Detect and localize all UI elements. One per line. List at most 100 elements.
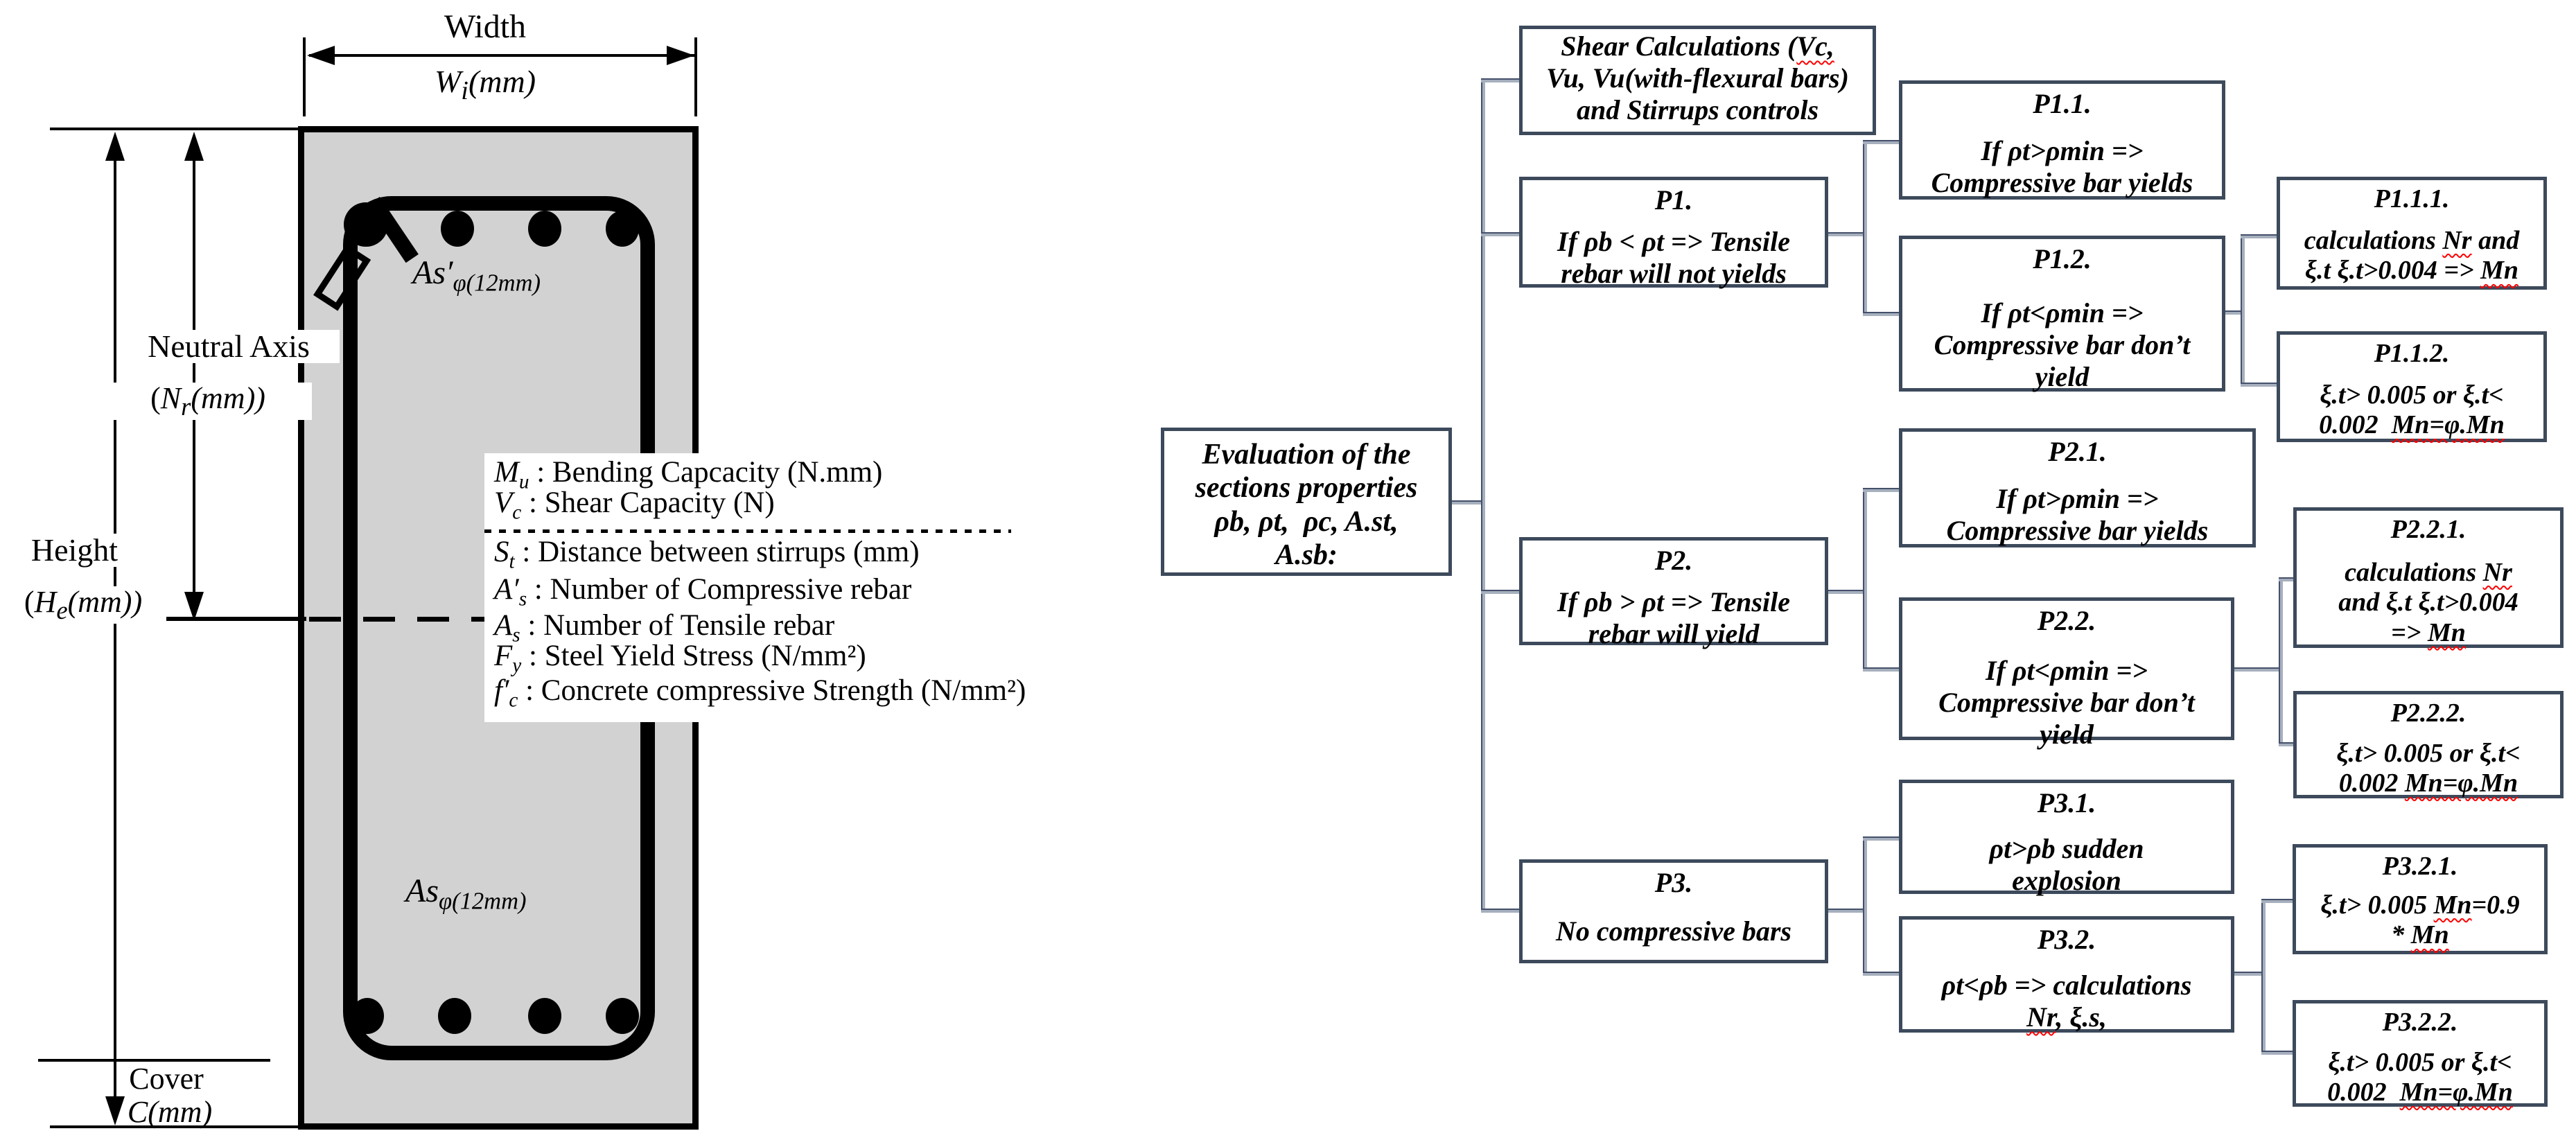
- cover-top-line: [38, 1059, 270, 1062]
- width-extension-tick: [303, 37, 306, 116]
- flow-text: ρt>ρb sudden: [1989, 833, 2144, 864]
- arrowhead-left-icon: [307, 46, 335, 65]
- width-dimension-line: [309, 54, 694, 57]
- legend-item-st: St : Distance between stirrups (mm): [494, 535, 920, 574]
- connector: [1863, 972, 1899, 976]
- flow-title: P3.1.: [2037, 787, 2096, 818]
- connector: [2279, 577, 2283, 745]
- rebar-dot: [606, 211, 639, 247]
- legend-text: : Steel Yield Stress (N/mm²): [521, 640, 866, 672]
- flow-text-seg: Shear Calculations (: [1561, 30, 1797, 62]
- legend-separator: [484, 529, 1011, 533]
- width-word-label: Width: [388, 8, 582, 45]
- height-word-label: Height: [10, 533, 139, 568]
- bottom-reference-line: [50, 1125, 301, 1128]
- connector: [1481, 232, 1519, 236]
- legend-text: : Concrete compressive Strength (N/mm²): [518, 674, 1026, 707]
- connector: [1481, 78, 1519, 82]
- flow-text-seg: Mn: [2427, 618, 2466, 648]
- flow-title: P1.1.1.: [2374, 184, 2450, 213]
- cover-word-label: Cover: [104, 1062, 229, 1096]
- legend-symbol: V: [494, 486, 513, 519]
- flow-text: calculations Nr: [2297, 558, 2560, 588]
- connector: [1863, 488, 1867, 667]
- legend-text: : Number of Compressive rebar: [527, 573, 912, 606]
- neutral-axis-symbol: N: [160, 381, 182, 415]
- flow-text: explosion: [2012, 865, 2121, 896]
- connector: [2234, 972, 2261, 976]
- flow-text-seg: Mn: [2410, 920, 2449, 950]
- legend-subscript: c: [512, 501, 522, 524]
- width-word: Width: [444, 8, 527, 45]
- flow-box-p2-2-1: P2.2.1. calculations Nr and ξ.t ξ.t>0.00…: [2293, 507, 2564, 648]
- cover-symbol: C: [127, 1095, 148, 1129]
- rebar-dot: [344, 202, 388, 247]
- flow-title: P3.2.: [2037, 924, 2096, 955]
- flow-box-p2-1: P2.1. If ρt>ρmin => Compressive bar yiel…: [1899, 428, 2256, 547]
- connector: [2279, 577, 2293, 581]
- legend-subscript: y: [512, 654, 522, 677]
- flow-text: rebar will yield: [1588, 618, 1760, 649]
- connector: [2279, 742, 2293, 746]
- flow-text-seg: 0.002: [2327, 1078, 2400, 1107]
- flow-text: yield: [2040, 719, 2094, 750]
- legend-text: : Bending Capcacity (N.mm): [529, 456, 883, 489]
- legend-symbol: M: [494, 456, 519, 489]
- flow-text-seg: Mn=φ.Mn: [2404, 769, 2518, 798]
- neutral-axis-reference-line: [165, 617, 306, 621]
- flow-text-seg: =>: [2391, 618, 2428, 648]
- height-unit: (mm)): [67, 585, 143, 619]
- flow-box-p1-2: P1.2. If ρt<ρmin => Compressive bar don’…: [1899, 236, 2225, 392]
- rebar-dot: [441, 211, 474, 247]
- prime-mark: ′: [446, 254, 453, 291]
- connector: [2261, 899, 2266, 1053]
- as-prime-subscript: φ(12mm): [453, 270, 541, 297]
- width-symbol-label: Wi(mm): [388, 64, 582, 105]
- as-symbol: As: [405, 872, 439, 909]
- flow-box-p3-2-1: P3.2.1. ξ.t> 0.005 Mn=0.9 * Mn: [2293, 844, 2548, 954]
- flow-text-seg: ξ.t ξ.t>0.004 =>: [2304, 256, 2481, 286]
- flow-text: and ξ.t ξ.t>0.004: [2338, 588, 2518, 617]
- legend-symbol: A: [494, 609, 513, 642]
- width-extension-tick: [694, 37, 697, 116]
- flow-title: P2.2.: [2037, 605, 2096, 636]
- rebar-dot: [528, 211, 561, 247]
- flow-text-seg: Mn=φ.Mn: [2391, 410, 2505, 440]
- flow-title: P1.: [1654, 184, 1693, 216]
- flow-title: P2.2.1.: [2390, 515, 2467, 544]
- symbol-legend: Mu : Bending Capcacity (N.mm) Vc : Shear…: [484, 453, 1144, 722]
- flow-text-seg: Nr: [2482, 557, 2512, 587]
- arrowhead-up-icon: [105, 132, 125, 161]
- legend-symbol: A: [494, 573, 513, 606]
- flow-text: ξ.t> 0.005 or ξ.t<: [2336, 738, 2521, 768]
- legend-item-as-prime: A′s : Number of Compressive rebar: [494, 572, 911, 611]
- legend-text: : Number of Tensile rebar: [520, 609, 835, 642]
- flow-text: Compressive bar yields: [1931, 167, 2193, 198]
- flow-text-seg: Mn=φ.Mn: [2399, 1078, 2513, 1107]
- connector: [2225, 310, 2241, 315]
- height-subscript: e: [56, 595, 68, 624]
- connector: [1863, 488, 1899, 492]
- legend-symbol: F: [494, 640, 513, 672]
- connector: [1451, 500, 1481, 505]
- connector: [1481, 78, 1485, 912]
- connector: [2261, 1051, 2293, 1055]
- paren: (: [150, 381, 161, 415]
- flow-text: calculations Nr and: [2280, 226, 2543, 256]
- legend-item-fy: Fy : Steel Yield Stress (N/mm²): [494, 639, 866, 678]
- flow-box-p3: P3. No compressive bars: [1519, 859, 1828, 963]
- legend-subscript: u: [518, 471, 529, 493]
- flow-text-seg: , ξ.s,: [2056, 1001, 2107, 1033]
- tensile-rebar-label: Asφ(12mm): [405, 872, 527, 915]
- flow-box-p1-1: P1.1. If ρt>ρmin => Compressive bar yiel…: [1899, 80, 2225, 200]
- flow-text-seg: 0.002: [2319, 410, 2392, 440]
- rebar-dot: [438, 998, 471, 1034]
- flow-text-seg: Vc,: [1796, 30, 1834, 62]
- flow-text: => Mn: [2297, 618, 2560, 649]
- flow-title: P2.: [1654, 545, 1693, 576]
- connector: [2241, 383, 2277, 387]
- cover-word: Cover: [129, 1062, 204, 1096]
- flow-text-seg: Mn: [2433, 890, 2472, 920]
- connector: [2241, 234, 2277, 238]
- connector: [2234, 667, 2279, 672]
